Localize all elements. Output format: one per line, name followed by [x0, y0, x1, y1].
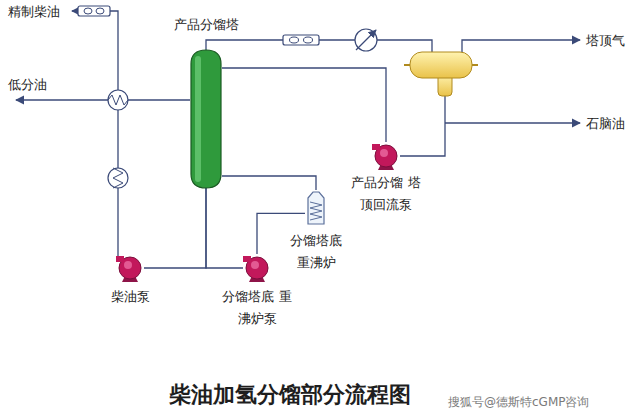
air-cooler [283, 35, 319, 45]
pipe-connector [144, 188, 206, 268]
pump-symbol [372, 142, 400, 170]
tower-symbol [190, 50, 222, 188]
reboiler-pump: 分馏塔底 重沸炉泵 [243, 254, 271, 282]
fractionator-tower: 产品分馏塔 [190, 50, 222, 188]
equipment-label: 产品分馏 塔顶回流泵 [348, 172, 424, 216]
equipment-label: 柴油泵 [92, 286, 168, 308]
reflux-pump: 产品分馏 塔顶回流泵 [372, 142, 400, 170]
pipe-connector [206, 188, 243, 268]
naphtha-line [445, 122, 580, 123]
stream-label: 塔顶气 [586, 32, 625, 50]
equipment-label: 分馏塔底 重沸炉 [283, 230, 349, 274]
offgas-line [462, 40, 580, 52]
reflux-suction-line [400, 96, 445, 156]
reflux-drum [404, 52, 478, 96]
pipe-connector [222, 68, 386, 142]
pump-symbol [243, 254, 271, 282]
heat-exchanger [108, 168, 128, 188]
feed-line [16, 99, 190, 100]
diesel-line [72, 11, 120, 258]
reboiler-furnace: 分馏塔底 重沸炉 [305, 190, 327, 226]
stream-label: 石脑油 [586, 115, 625, 133]
stream-label: 精制柴油 [8, 3, 60, 21]
equipment-label: 产品分馏塔 [146, 14, 266, 36]
furnace-symbol [305, 190, 327, 226]
air-cooler [78, 6, 110, 16]
stream-label: 低分油 [8, 76, 47, 94]
watermark: 搜狐号@德斯特cGMP咨询 [448, 394, 590, 411]
equipment-label: 分馏塔底 重沸炉泵 [219, 286, 295, 330]
diagram-caption: 柴油加氢分馏部分流程图 [169, 380, 411, 410]
pipe-connector [222, 176, 316, 190]
diesel-pump: 柴油泵 [116, 254, 144, 282]
water-cooler [355, 29, 377, 51]
pump-symbol [116, 254, 144, 282]
heat-exchanger [108, 90, 128, 110]
